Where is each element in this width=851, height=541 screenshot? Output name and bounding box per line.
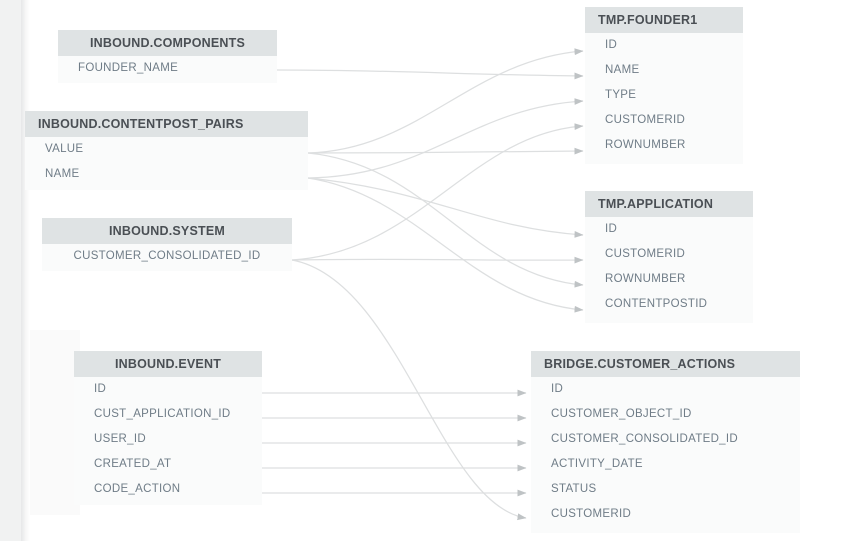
edge-system-ccid-to-founder1-customerid bbox=[291, 123, 584, 261]
field-row[interactable]: CUST_APPLICATION_ID bbox=[94, 408, 231, 420]
edge-components-foundername-to-founder1-name bbox=[276, 69, 584, 80]
table-header-tmp-application: TMP.APPLICATION bbox=[585, 191, 753, 217]
field-row[interactable]: CUSTOMERID bbox=[605, 114, 686, 126]
field-row[interactable]: USER_ID bbox=[94, 433, 146, 445]
edge-pairs-name-to-application-id bbox=[307, 177, 584, 238]
table-header-inbound-event: INBOUND.EVENT bbox=[74, 351, 262, 377]
field-row[interactable]: CONTENTPOSTID bbox=[605, 298, 708, 310]
left-gutter-strip bbox=[0, 0, 21, 541]
field-row[interactable]: ID bbox=[94, 383, 107, 395]
field-row[interactable]: CUSTOMERID bbox=[605, 248, 686, 260]
table-tmp-founder1[interactable]: TMP.FOUNDER1 ID NAME TYPE CUSTOMERID ROW… bbox=[585, 7, 743, 164]
field-row[interactable]: ACTIVITY_DATE bbox=[551, 458, 643, 470]
edge-pairs-name-to-application-contentpostid bbox=[307, 177, 584, 313]
field-row[interactable]: ID bbox=[551, 383, 564, 395]
field-row[interactable]: ROWNUMBER bbox=[605, 139, 686, 151]
edge-pairs-value-to-founder1-rownumber bbox=[307, 147, 584, 155]
field-row[interactable]: CREATED_AT bbox=[94, 458, 172, 470]
field-row[interactable]: CUSTOMER_CONSOLIDATED_ID bbox=[73, 250, 261, 262]
field-row[interactable]: CODE_ACTION bbox=[94, 483, 181, 495]
edge-system-ccid-to-bridge-customerid bbox=[291, 259, 527, 521]
edge-pairs-name-to-founder1-type bbox=[307, 98, 584, 179]
edge-pairs-value-to-application-rownumber bbox=[307, 152, 584, 288]
field-row[interactable]: VALUE bbox=[45, 143, 84, 155]
table-header-tmp-founder1: TMP.FOUNDER1 bbox=[585, 7, 743, 33]
background-blob-upper bbox=[30, 330, 80, 515]
edge-pairs-value-to-founder1-id bbox=[307, 48, 584, 154]
table-tmp-application[interactable]: TMP.APPLICATION ID CUSTOMERID ROWNUMBER … bbox=[585, 191, 753, 323]
field-row[interactable]: STATUS bbox=[551, 483, 597, 495]
field-row[interactable]: ROWNUMBER bbox=[605, 273, 686, 285]
table-header-inbound-contentpost-pairs: INBOUND.CONTENTPOST_PAIRS bbox=[25, 111, 308, 137]
table-inbound-components[interactable]: INBOUND.COMPONENTS FOUNDER_NAME bbox=[58, 30, 277, 83]
table-bridge-customer-actions[interactable]: BRIDGE.CUSTOMER_ACTIONS ID CUSTOMER_OBJE… bbox=[531, 351, 800, 533]
field-row[interactable]: NAME bbox=[605, 64, 640, 76]
table-inbound-system[interactable]: INBOUND.SYSTEM CUSTOMER_CONSOLIDATED_ID bbox=[42, 218, 292, 271]
field-row[interactable]: FOUNDER_NAME bbox=[78, 62, 179, 74]
table-header-inbound-system: INBOUND.SYSTEM bbox=[42, 218, 292, 244]
field-row[interactable]: CUSTOMER_OBJECT_ID bbox=[551, 408, 692, 420]
field-row[interactable]: CUSTOMERID bbox=[551, 508, 632, 520]
field-row[interactable]: NAME bbox=[45, 168, 80, 180]
field-row[interactable]: ID bbox=[605, 39, 618, 51]
table-inbound-contentpost-pairs[interactable]: INBOUND.CONTENTPOST_PAIRS VALUE NAME bbox=[25, 111, 308, 190]
table-inbound-event[interactable]: INBOUND.EVENT ID CUST_APPLICATION_ID USE… bbox=[74, 351, 262, 505]
field-row[interactable]: TYPE bbox=[605, 89, 637, 101]
table-header-inbound-components: INBOUND.COMPONENTS bbox=[58, 30, 277, 56]
edge-system-ccid-to-application-customerid bbox=[291, 256, 584, 264]
field-row[interactable]: ID bbox=[605, 223, 618, 235]
table-header-bridge-customer-actions: BRIDGE.CUSTOMER_ACTIONS bbox=[531, 351, 800, 377]
panel-edge-shadow bbox=[21, 0, 30, 541]
field-row[interactable]: CUSTOMER_CONSOLIDATED_ID bbox=[551, 433, 738, 445]
